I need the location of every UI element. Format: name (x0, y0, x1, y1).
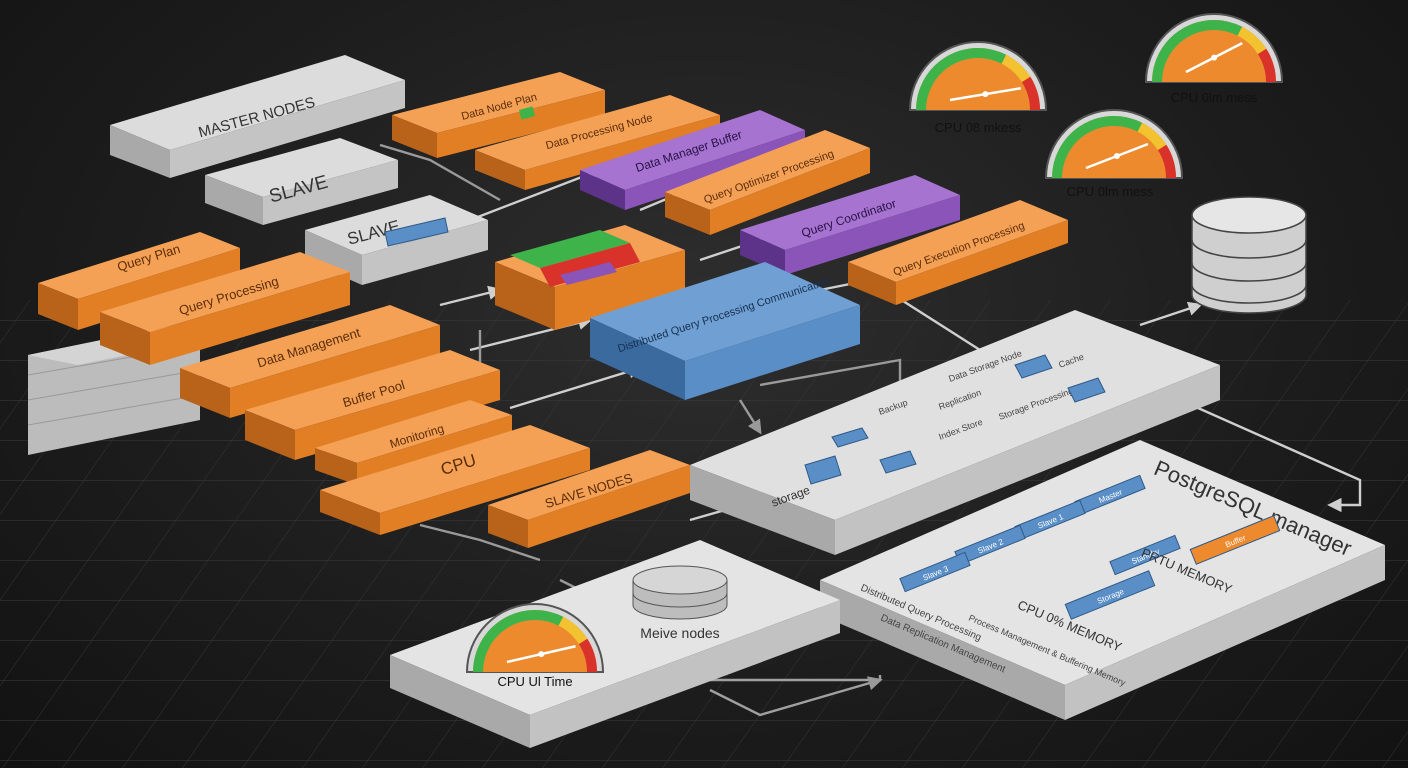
gauge-bottom: CPU Ul Time (465, 603, 605, 689)
gauge-band-green (916, 48, 1007, 111)
manager-chips: Master Slave 1 Slave 2 Slave 3 Buffer St… (899, 474, 1281, 620)
master-node-block[interactable]: MASTER NODES (110, 55, 405, 178)
gauge-band-yellow (1137, 122, 1167, 151)
disk-icon (632, 565, 728, 620)
gauge-band-yellow (1001, 54, 1031, 83)
gauge-band-red (1021, 76, 1040, 111)
manager-chip-4: Buffer (1189, 515, 1281, 565)
bottom-panel-label: Meive nodes (640, 625, 719, 641)
gauge-label: CPU 0lm mess (1171, 90, 1258, 105)
slave-block-1[interactable]: SLAVE (205, 138, 398, 225)
right-orange-block-2[interactable]: Query Execution Processing (848, 200, 1068, 305)
gauge-label: CPU 08 mkess (935, 120, 1022, 135)
storage-panel[interactable]: storage Data Storage Node Replication St… (690, 310, 1220, 555)
gauge-band-yellow (558, 616, 588, 645)
gauge-middle: CPU 0lm mess (1044, 109, 1184, 199)
gauge-band-red (1257, 48, 1276, 83)
stack-block-query-processing[interactable]: Query Processing (100, 252, 350, 365)
gauge-label: CPU 0lm mess (1067, 184, 1154, 199)
top-orange-block-2[interactable]: Data Processing Node (475, 95, 720, 190)
gauge-label: CPU Ul Time (497, 674, 572, 689)
gauge-hub (538, 651, 545, 658)
slave-nodes-block[interactable]: SLAVE NODES (488, 450, 690, 548)
database-icon (1191, 196, 1307, 314)
stack-block-buffer-pool[interactable]: Buffer Pool (245, 350, 500, 460)
left-orange-stack: Query Plan Query Processing Data Managem… (38, 232, 512, 485)
gauge-band-red (1157, 144, 1176, 179)
gauge-top-left: CPU 08 mkess (908, 41, 1048, 135)
gauge-hub (1211, 54, 1218, 61)
gauge-band-green (1152, 20, 1243, 83)
gauge-band-yellow (1237, 26, 1267, 55)
gauge-band-red (578, 638, 597, 673)
gauge-hub (982, 91, 989, 98)
gauge-band-green (1052, 116, 1143, 179)
slave-block-2[interactable]: SLAVE (305, 195, 488, 285)
purple-block-2[interactable]: Query Coordinator (740, 175, 960, 275)
gauge-top-right: CPU 0lm mess (1144, 13, 1284, 105)
cpu-block[interactable]: CPU (320, 425, 590, 535)
top-orange-block-1[interactable]: Data Node Plan (392, 72, 605, 158)
gauge-hub (1113, 153, 1120, 160)
purple-block-1[interactable]: Data Manager Buffer (580, 110, 805, 210)
gauge-band-green (473, 610, 564, 673)
data-grid-block[interactable] (495, 225, 685, 330)
